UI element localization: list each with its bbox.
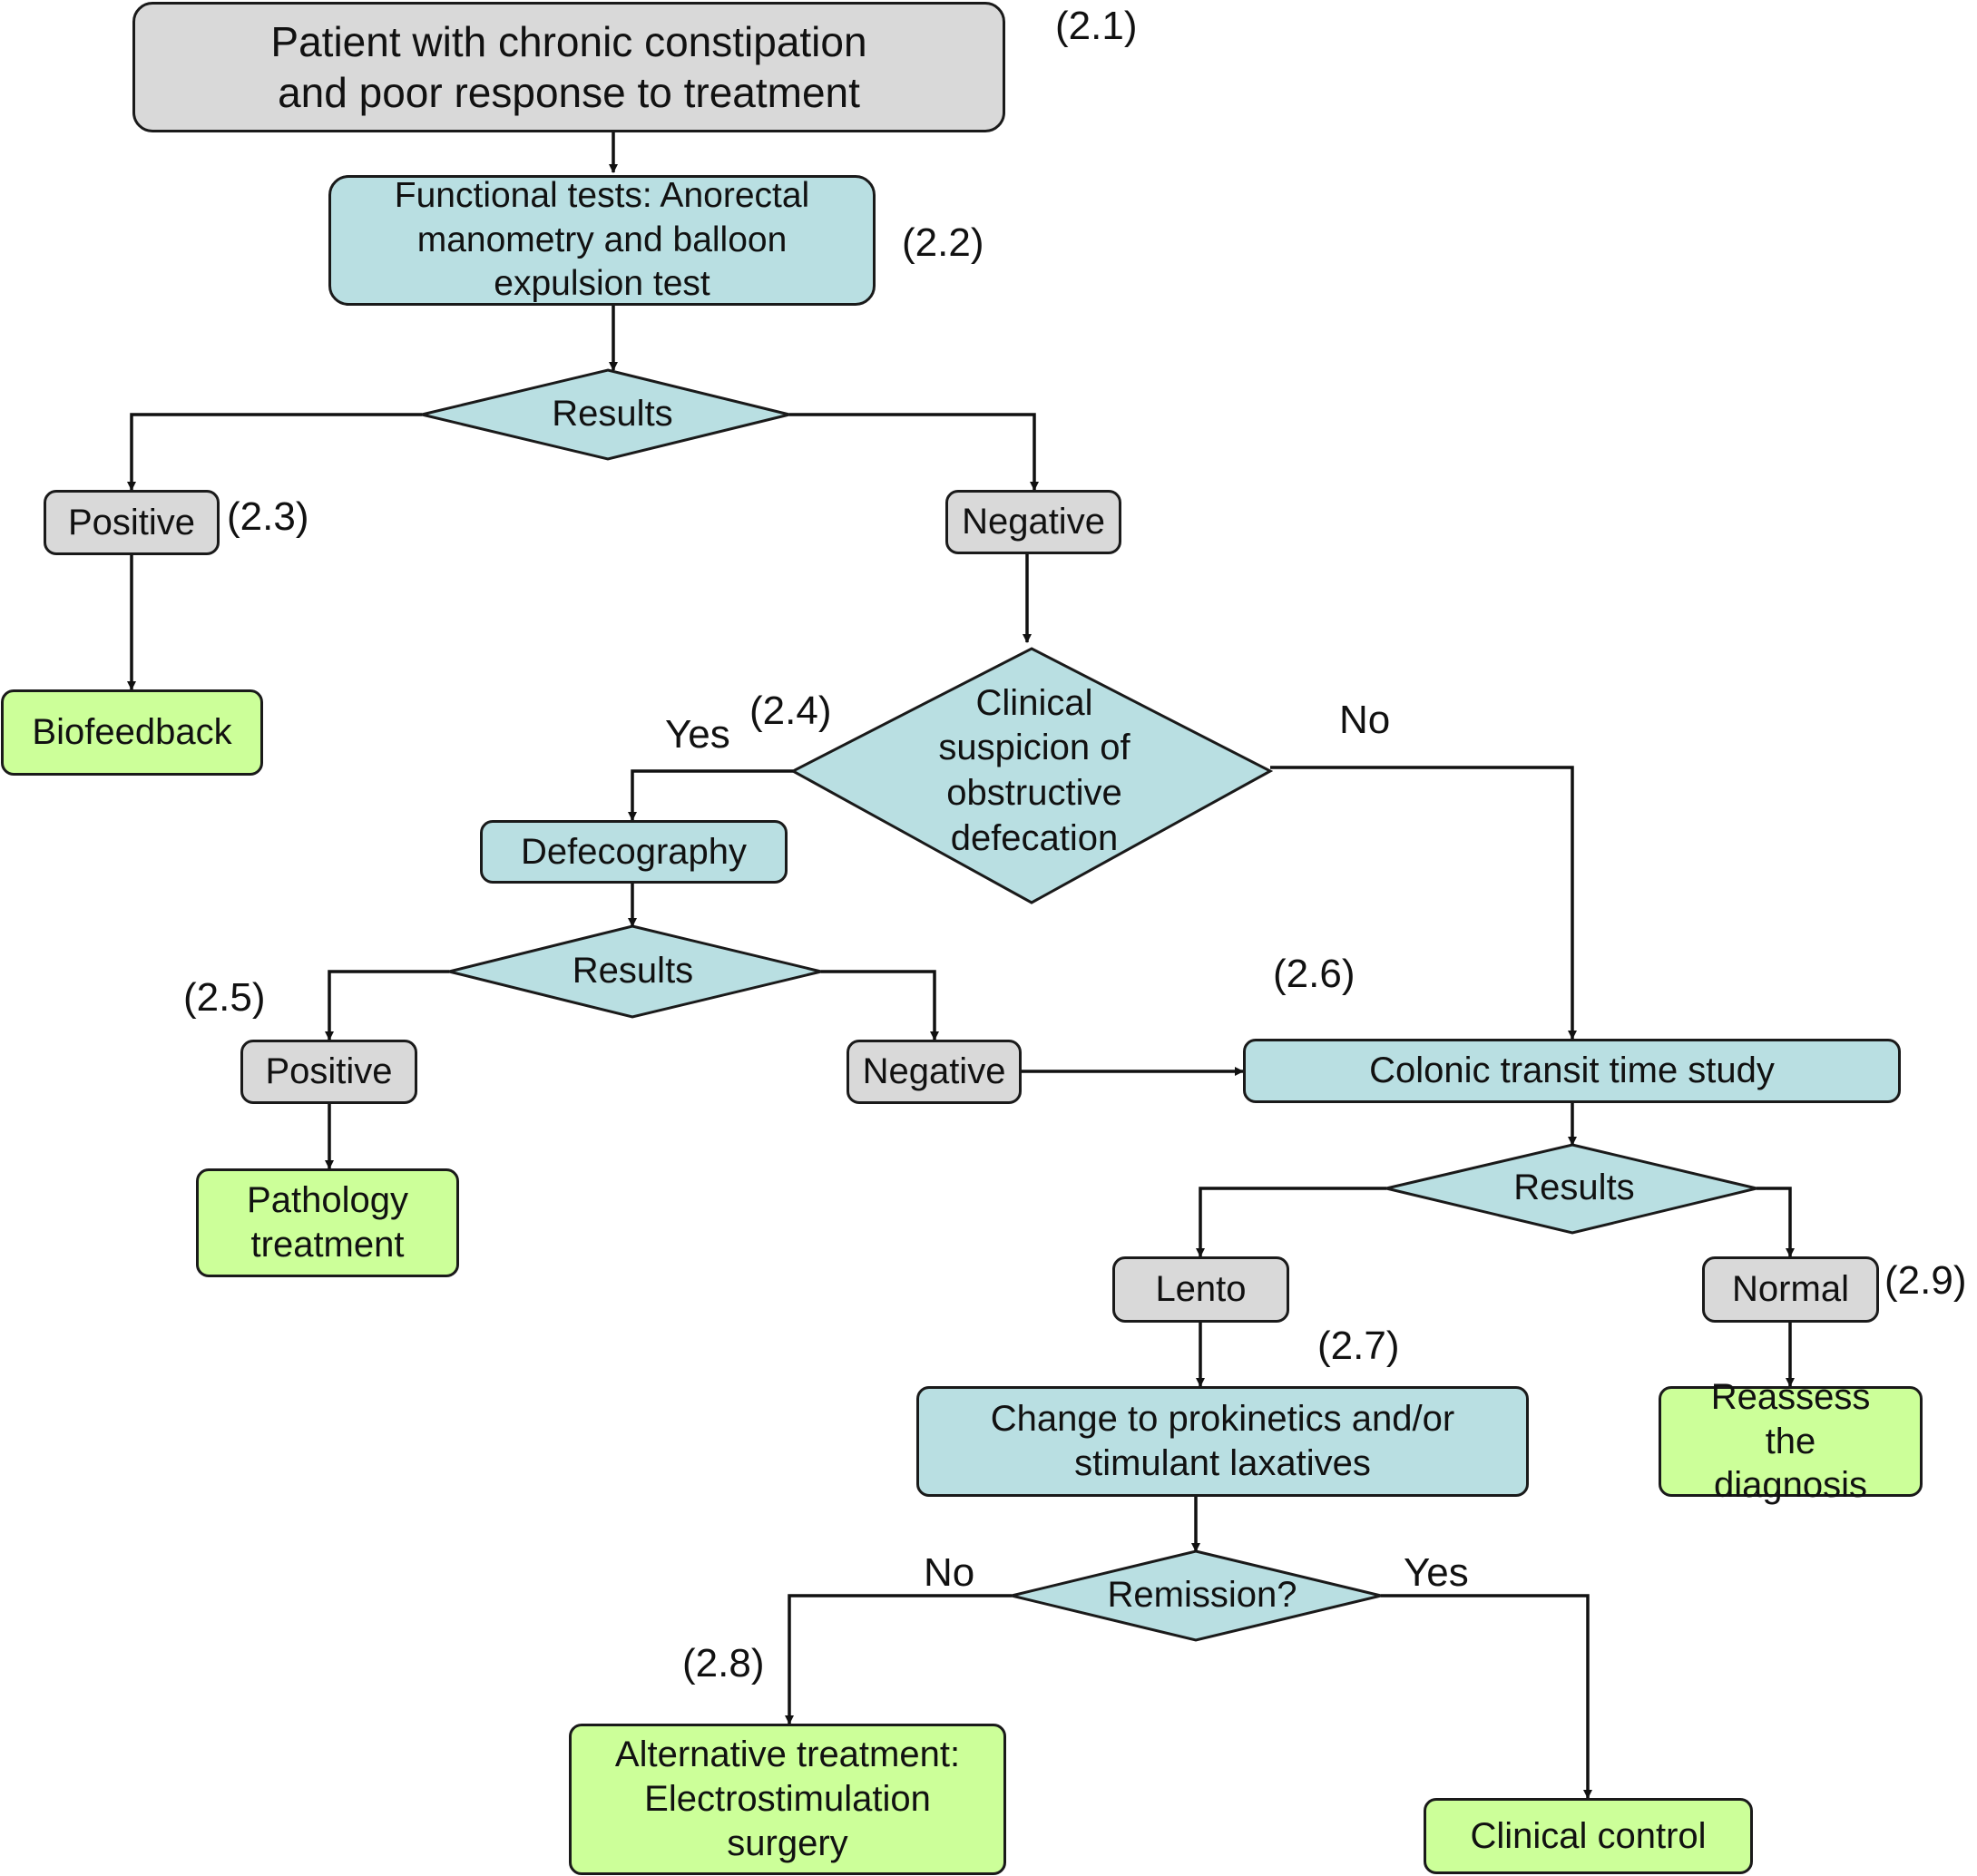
defecography-node: Defecography — [480, 820, 788, 884]
change-prokinetics-node: Change to prokinetics and/or stimulant l… — [916, 1386, 1529, 1497]
ref-2-5: (2.5) — [183, 975, 266, 1020]
clinical-suspicion-label: Clinical suspicion of obstructive defeca… — [938, 682, 1130, 858]
reassess-diagnosis-node: Reassess the diagnosis — [1659, 1377, 1923, 1505]
connector-lines — [127, 132, 1795, 1799]
clinical-suspicion-diamond — [789, 647, 1274, 904]
pathology-treatment-node: Pathology treatment — [196, 1168, 459, 1277]
results-diamond-2 — [448, 924, 822, 1019]
edge-label-no-remission: No — [924, 1550, 975, 1595]
results-diamond-3 — [1385, 1143, 1757, 1235]
remission-diamond — [1011, 1549, 1382, 1642]
negative-node-1: Negative — [945, 490, 1121, 554]
results-label-1: Results — [552, 394, 673, 435]
start-node: Patient with chronic constipation and po… — [132, 2, 1005, 132]
normal-node: Normal — [1702, 1256, 1879, 1323]
lento-node: Lento — [1112, 1256, 1289, 1323]
results-label-3: Results — [1513, 1168, 1635, 1208]
positive-node-2: Positive — [240, 1040, 417, 1104]
ref-2-6: (2.6) — [1273, 952, 1356, 996]
alternative-treatment-node: Alternative treatment: Electrostimulatio… — [569, 1724, 1006, 1875]
ref-2-7: (2.7) — [1317, 1324, 1400, 1368]
ref-2-8: (2.8) — [682, 1641, 765, 1685]
edge-label-no-suspicion: No — [1339, 698, 1391, 742]
edge-label-yes-remission: Yes — [1404, 1550, 1469, 1595]
negative-node-2: Negative — [847, 1040, 1022, 1104]
positive-node-1: Positive — [44, 490, 220, 555]
ref-2-1: (2.1) — [1055, 4, 1138, 48]
ref-2-4: (2.4) — [749, 689, 832, 733]
clinical-control-node: Clinical control — [1424, 1798, 1753, 1874]
edge-label-yes-suspicion: Yes — [665, 712, 730, 757]
functional-tests-node: Functional tests: Anorectal manometry an… — [328, 175, 876, 306]
ref-2-3: (2.3) — [227, 494, 309, 539]
results-label-2: Results — [572, 951, 694, 992]
ref-2-2: (2.2) — [902, 220, 984, 265]
biofeedback-node: Biofeedback — [1, 689, 263, 776]
results-diamond-1 — [421, 368, 790, 461]
ref-2-9: (2.9) — [1884, 1258, 1967, 1303]
remission-label: Remission? — [1107, 1575, 1297, 1616]
colonic-transit-node: Colonic transit time study — [1243, 1039, 1901, 1103]
